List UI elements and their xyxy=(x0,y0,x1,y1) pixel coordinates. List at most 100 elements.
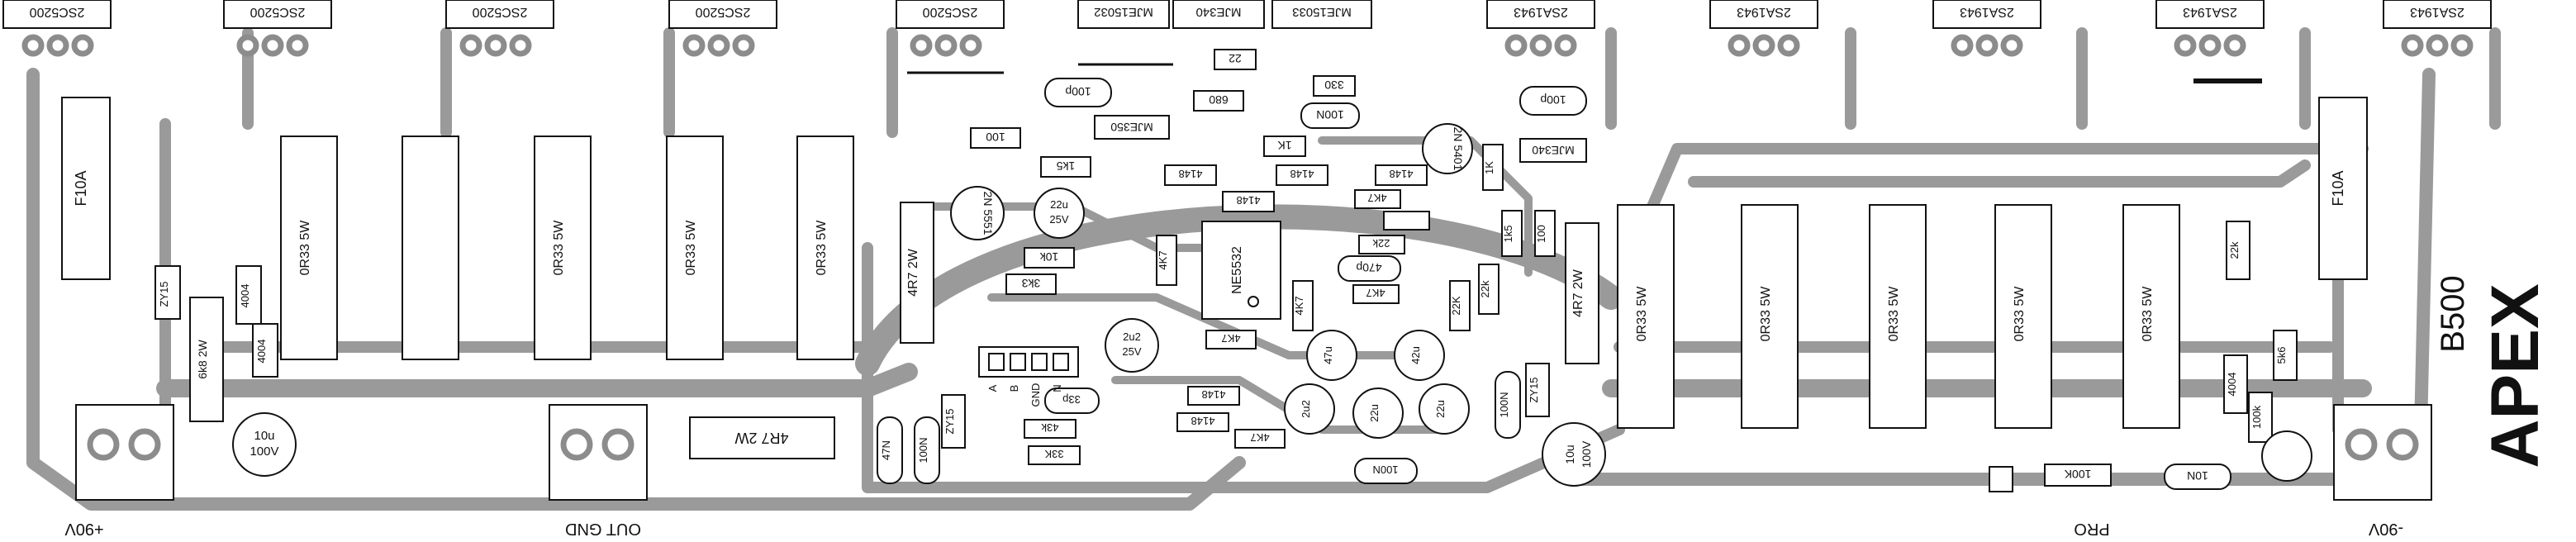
svg-text:43k: 43k xyxy=(1041,421,1058,434)
svg-text:4148: 4148 xyxy=(1179,168,1203,180)
resistor-4k7-d: 4K7 xyxy=(1292,280,1314,331)
svg-text:4148: 4148 xyxy=(1290,168,1314,180)
svg-text:1K: 1K xyxy=(1483,161,1495,174)
svg-text:ZY15: ZY15 xyxy=(1528,377,1540,402)
label-plus90v: +90V xyxy=(64,520,104,538)
resistor-100-b: 100 xyxy=(1534,210,1556,257)
fuse-left: F10A xyxy=(61,97,111,280)
diode-4148-d: 4148 xyxy=(1375,164,1428,186)
terminal-minus90v xyxy=(2333,404,2432,501)
resistor-33k: 33K xyxy=(1028,445,1081,465)
svg-text:A: A xyxy=(986,384,999,392)
svg-text:5k6: 5k6 xyxy=(2275,347,2288,364)
resistor-22: 22 xyxy=(1214,49,1257,70)
svg-text:4004: 4004 xyxy=(255,340,268,364)
top-transistor-row: 2SC5200 2SC5200 2SC5200 2SC5200 2SC5200 … xyxy=(2,0,2492,29)
resistor-3k3: 3k3 xyxy=(1005,273,1057,295)
resistor-22k-c: 22k xyxy=(1478,264,1499,315)
emitter-resistors-left: 0R33 5W 0R33 5W 0R33 5W 0R33 5W xyxy=(280,136,854,360)
label-pro: PRO xyxy=(2074,520,2109,538)
transistor-q6: MJE15032 xyxy=(1077,0,1170,29)
resistor-10k: 10k xyxy=(1024,247,1075,269)
svg-text:100k: 100k xyxy=(2250,405,2263,429)
capacitor-470p: 470p xyxy=(1338,255,1401,282)
svg-text:0R33 5W: 0R33 5W xyxy=(2013,286,2027,342)
svg-text:ZY15: ZY15 xyxy=(943,408,956,434)
transistor-q12: 2SA1943 xyxy=(2155,0,2265,29)
transistor-q2: 2SC5200 xyxy=(223,0,332,29)
svg-text:F10A: F10A xyxy=(2330,170,2346,206)
svg-text:4K7: 4K7 xyxy=(1367,192,1386,204)
resistor-22k-a: 22k xyxy=(1358,235,1405,254)
svg-text:1K: 1K xyxy=(1277,139,1292,152)
transistor-pads xyxy=(21,34,2474,57)
svg-text:0R33 5W: 0R33 5W xyxy=(552,220,566,276)
resistor-4k7-f: 4K7 xyxy=(1234,429,1286,449)
svg-text:100N: 100N xyxy=(1372,464,1398,476)
svg-text:100V: 100V xyxy=(1580,440,1593,468)
diode-4148-b: 4148 xyxy=(1276,164,1328,186)
terminal-plus90v xyxy=(75,404,174,501)
diode-4148-a: 4148 xyxy=(1164,164,1217,186)
svg-text:4148: 4148 xyxy=(1191,415,1215,427)
svg-text:22k: 22k xyxy=(2228,241,2241,259)
input-header: A B GND N xyxy=(978,346,1079,407)
svg-text:0R33 5W: 0R33 5W xyxy=(1635,286,1649,342)
svg-text:100: 100 xyxy=(1535,225,1547,243)
resistor-4r7-right: 4R7 2W xyxy=(1565,222,1599,364)
svg-text:470p: 470p xyxy=(1356,261,1381,274)
transistor-2n5401: 2N 5401 xyxy=(1422,123,1473,174)
svg-text:0R33 5W: 0R33 5W xyxy=(684,220,698,276)
svg-text:47N: 47N xyxy=(880,440,892,460)
svg-text:22u: 22u xyxy=(1368,404,1381,422)
model-label: B500 xyxy=(2435,275,2471,352)
svg-text:10u: 10u xyxy=(254,429,274,443)
resistor-43k: 43k xyxy=(1024,419,1077,439)
svg-text:2SA1943: 2SA1943 xyxy=(2183,5,2237,19)
transistor-2n5401-b xyxy=(2261,430,2312,482)
label-minus90v: -90V xyxy=(2368,520,2403,538)
zener-zy15-input: ZY15 xyxy=(941,394,966,449)
capacitor-100n-c: 100N xyxy=(1354,458,1418,484)
fuse-right: F10A xyxy=(2318,97,2368,280)
svg-text:2N 5401: 2N 5401 xyxy=(1452,127,1465,171)
svg-text:4K7: 4K7 xyxy=(1366,287,1385,299)
svg-text:GND: GND xyxy=(1029,383,1042,407)
resistor-1k5: 1k5 xyxy=(1040,156,1091,178)
resistor-100k-a: 100K xyxy=(2044,464,2112,487)
diode-4148-e: 4148 xyxy=(1187,386,1240,406)
svg-text:2u2: 2u2 xyxy=(1300,400,1312,418)
transistor-q9: 2SA1943 xyxy=(1486,0,1595,29)
svg-text:2SA1943: 2SA1943 xyxy=(2410,5,2464,19)
transistor-q10: 2SA1943 xyxy=(1709,0,1818,29)
zener-zy15-mid: ZY15 xyxy=(1525,363,1550,417)
resistor-1k-b: 1K xyxy=(1482,144,1504,191)
svg-text:F10A: F10A xyxy=(73,170,89,206)
resistor-1k: 1K xyxy=(1263,136,1306,157)
brand-logo: APEX xyxy=(2478,283,2553,468)
svg-text:100N: 100N xyxy=(1316,108,1343,121)
svg-text:2SC5200: 2SC5200 xyxy=(473,5,528,19)
terminal-labels: +90V OUT GND PRO -90V xyxy=(64,520,2403,538)
svg-text:42u: 42u xyxy=(1409,346,1422,364)
svg-text:22k: 22k xyxy=(1479,280,1491,297)
resistor-4r7-left: 4R7 2W xyxy=(900,202,934,344)
svg-text:22u: 22u xyxy=(1050,198,1068,211)
capacitor-47n: 47N xyxy=(877,416,903,484)
resistor-4r7-output: 4R7 2W xyxy=(689,416,835,459)
svg-text:2N 5551: 2N 5551 xyxy=(981,192,995,235)
resistor-100k-b: 100k xyxy=(2248,392,2273,443)
svg-text:4R7 2W: 4R7 2W xyxy=(906,248,920,297)
svg-text:4K7: 4K7 xyxy=(1250,431,1269,444)
svg-text:B: B xyxy=(1008,385,1020,392)
resistor-4k7-c: 4K7 xyxy=(1156,235,1177,286)
svg-text:0R33 5W: 0R33 5W xyxy=(1887,286,1901,342)
jumper-wires xyxy=(907,63,2262,83)
transistor-mje340: MJE340 xyxy=(1519,138,1587,163)
capacitor-100n-a: 100N xyxy=(914,416,940,484)
transistor-2n5551: 2N 5551 xyxy=(950,186,1005,240)
svg-text:2SC5200: 2SC5200 xyxy=(923,5,978,19)
svg-text:1k5: 1k5 xyxy=(1057,159,1076,173)
